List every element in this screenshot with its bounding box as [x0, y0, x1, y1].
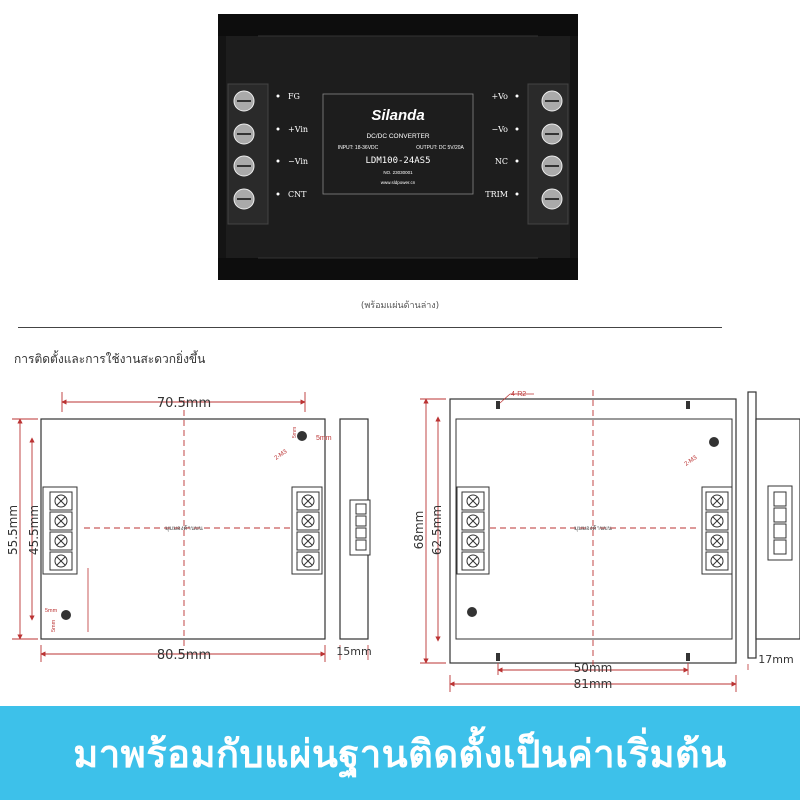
right-mounting-holes	[467, 437, 719, 617]
left-top-view: มุมมองด้านบน	[40, 400, 332, 650]
left-margin-right: 5mm	[316, 435, 332, 442]
left-dim-width-top: 70.5mm	[157, 396, 211, 411]
right-dim-height-outer: 68mm	[412, 511, 426, 550]
banner-text: มาพร้อมกับแผ่นฐานติดตั้งเป็นค่าเริ่มต้น	[73, 731, 727, 776]
terminal-label-nc: NC	[495, 157, 508, 166]
input-spec: INPUT: 18-36VDC	[338, 145, 379, 151]
right-dimensions	[420, 398, 737, 692]
right-corner-radius: 4-R2	[511, 391, 526, 398]
left-dim-width-bottom: 80.5mm	[157, 648, 211, 663]
dimension-drawings: มุมมองด้านบน	[6, 390, 800, 692]
left-margin-top: 5mm	[292, 427, 298, 438]
right-dim-height-inner: 62.5mm	[430, 505, 444, 555]
right-screw-terminals	[541, 90, 563, 210]
right-dim-hole-spacing: 50mm	[574, 661, 613, 675]
left-side-view	[339, 418, 371, 660]
photo-caption: (พร้อมแผ่นด้านล่าง)	[360, 301, 440, 311]
section-divider	[18, 327, 722, 328]
terminal-label-vo-plus: +Vo	[491, 92, 508, 101]
terminal-label-trim: TRIM	[485, 190, 508, 199]
left-center-label: มุมมองด้านบน	[165, 525, 203, 532]
right-center-label: มุมมองด้านบน	[574, 525, 612, 532]
bottom-banner: มาพร้อมกับแผ่นฐานติดตั้งเป็นค่าเริ่มต้น	[0, 706, 800, 800]
terminal-label-vo-minus: −Vo	[491, 125, 508, 134]
left-view-terminals-right	[291, 486, 323, 575]
brand-logo: Silanda	[371, 107, 424, 124]
right-side-view	[747, 391, 800, 670]
terminal-label-vin-minus: −Vin	[288, 157, 308, 166]
terminal-label-cnt: CNT	[288, 190, 307, 199]
left-corner-h: 5mm	[45, 608, 58, 614]
output-spec: OUTPUT: DC 5V/20A	[416, 145, 464, 151]
left-screw-terminals	[233, 90, 255, 210]
terminal-label-fg: FG	[288, 92, 300, 101]
left-dim-height-outer: 55.5mm	[6, 505, 20, 555]
model-number: LDM100-24AS5	[365, 156, 430, 166]
section-subtitle: การติดตั้งและการใช้งานสะดวกยิ่งขึ้น	[14, 352, 206, 366]
right-view-terminals-left	[456, 486, 490, 575]
website: www.sldpower.cn	[381, 180, 416, 185]
right-view-terminals-right	[701, 486, 733, 575]
right-dim-width: 81mm	[574, 677, 613, 691]
left-dim-height-inner: 45.5mm	[27, 505, 41, 555]
product-photo: FG +Vin −Vin CNT +Vo −Vo NC TRIM Silanda…	[218, 14, 578, 280]
serial-number: NO. 23030001	[383, 170, 413, 175]
left-side-depth: 15mm	[336, 645, 371, 658]
product-type: DC/DC CONVERTER	[366, 133, 429, 140]
left-mounting-holes	[61, 431, 307, 620]
left-corner-v: 5mm	[51, 619, 57, 632]
right-top-view: มุมมองด้านบน	[449, 390, 737, 670]
terminal-label-vin-plus: +Vin	[288, 125, 308, 134]
left-dimensions	[12, 392, 326, 662]
left-view-terminals-left	[42, 486, 78, 575]
right-side-depth: 17mm	[758, 653, 793, 666]
